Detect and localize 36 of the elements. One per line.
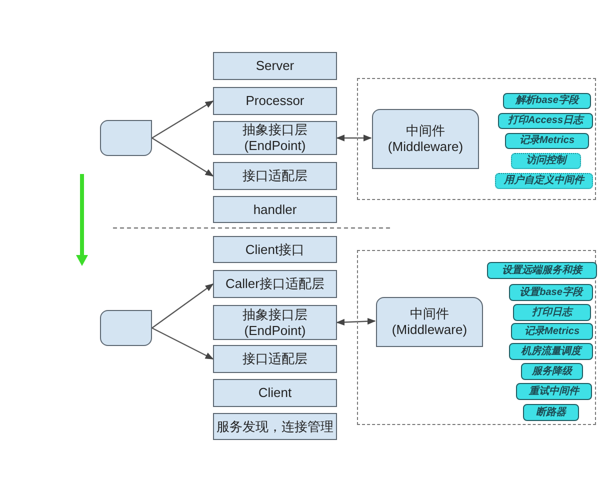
middleware-tag: 用户自定义中间件 (495, 173, 593, 189)
layer-box: 接口适配层 (213, 345, 337, 373)
layer-box: 抽象接口层 (EndPoint) (213, 121, 337, 155)
middleware-tag: 打印Access日志 (498, 113, 593, 129)
arrow (336, 318, 376, 326)
middleware-tag: 记录Metrics (511, 323, 593, 340)
middleware-tag: 服务降级 (521, 363, 583, 380)
middleware-tag: 断路器 (523, 404, 579, 421)
arrow (152, 327, 214, 360)
layer-box: Server (213, 52, 337, 80)
middleware-tag: 解析base字段 (503, 93, 591, 109)
layer-box: 接口适配层 (213, 162, 337, 190)
middleware-tag: 设置base字段 (509, 284, 593, 301)
middleware-box: 中间件 (Middleware) (372, 109, 479, 169)
arrow (152, 100, 214, 139)
layer-box: handler (213, 196, 337, 223)
middleware-tag: 访问控制 (511, 153, 581, 169)
arrow (152, 284, 214, 328)
arrow (152, 138, 214, 176)
layer-box: Client接口 (213, 236, 337, 263)
middleware-tag: 记录Metrics (505, 133, 589, 149)
middleware-tag: 设置远端服务和接 (487, 262, 597, 279)
middleware-group-frame (357, 250, 596, 425)
middleware-tag: 重试中间件 (516, 383, 592, 400)
middleware-tag: 机房流量调度 (509, 343, 593, 360)
tool-box (100, 310, 152, 346)
layer-box: Processor (213, 87, 337, 115)
layer-box: Client (213, 379, 337, 407)
tool-box (100, 120, 152, 156)
arrow (336, 134, 372, 142)
middleware-tag: 打印日志 (513, 304, 591, 321)
layer-box: Caller接口适配层 (213, 270, 337, 298)
layer-box: 抽象接口层 (EndPoint) (213, 305, 337, 340)
middleware-box: 中间件 (Middleware) (376, 297, 483, 347)
middleware-group-frame (357, 78, 596, 200)
layer-box: 服务发现，连接管理 (213, 413, 337, 440)
